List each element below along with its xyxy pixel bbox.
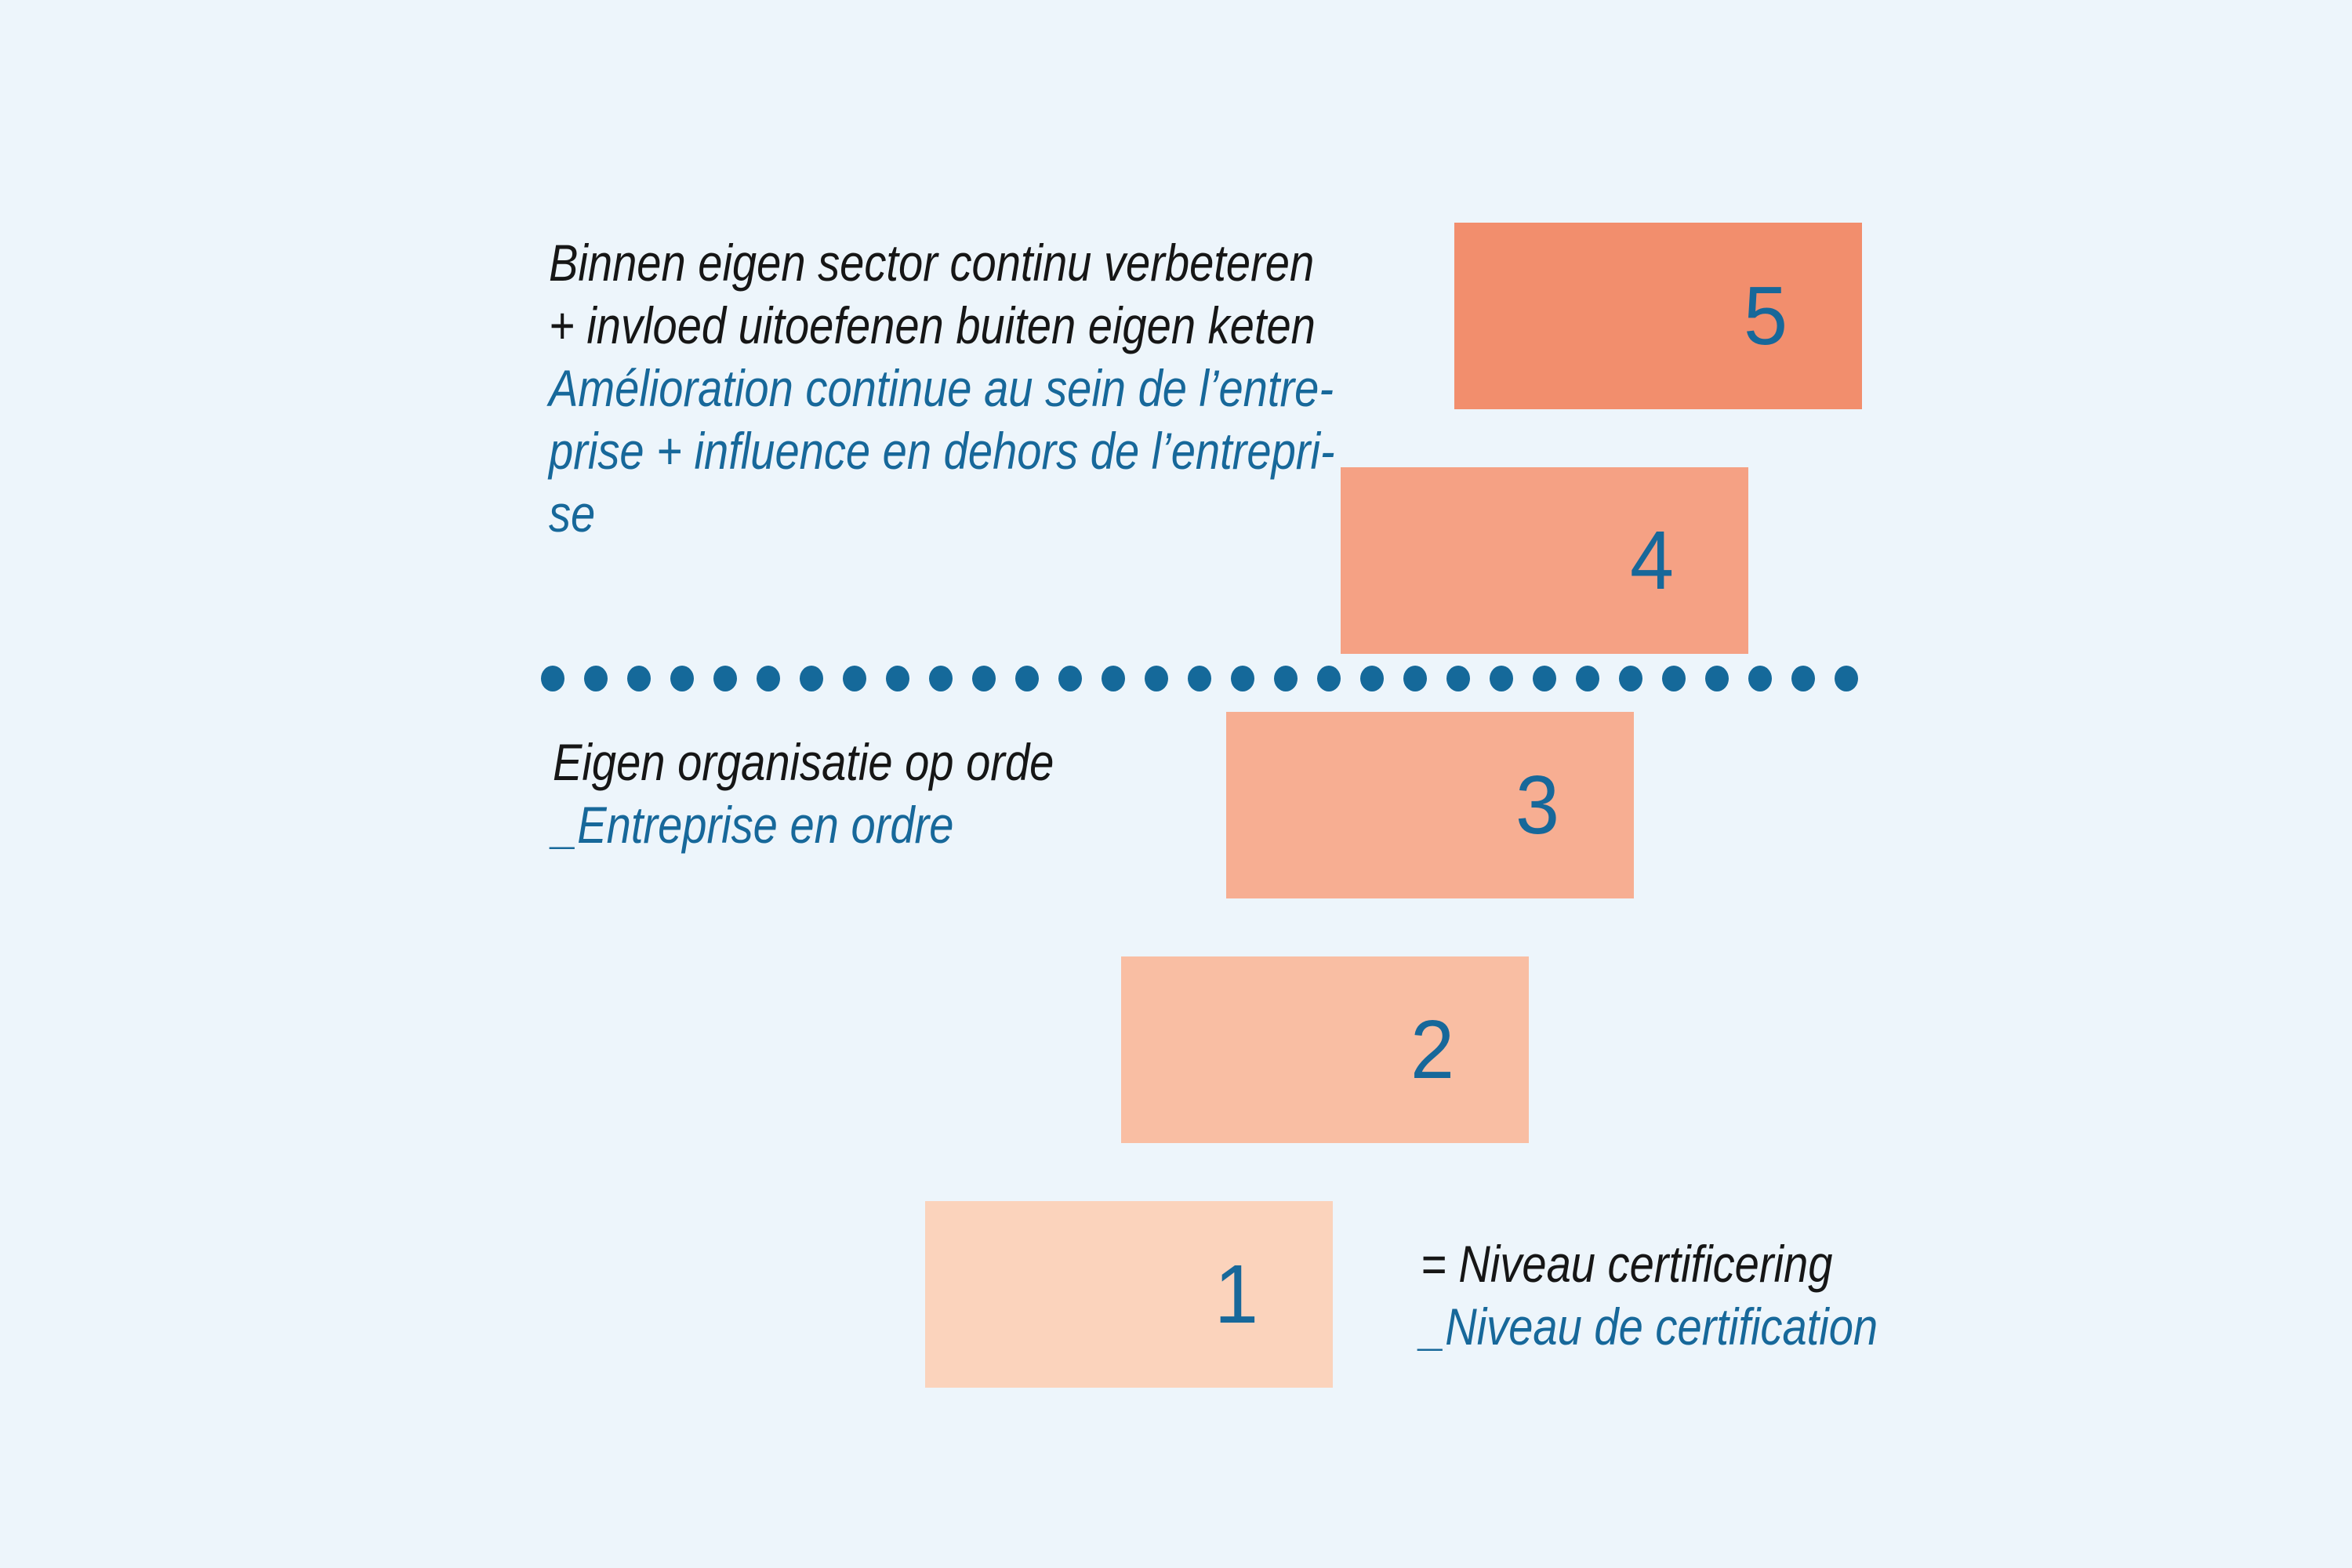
divider-dot: [1705, 666, 1729, 691]
divider-dot: [1102, 666, 1125, 691]
top-description-fr-line1: Amélioration continue au sein de l’entre…: [549, 359, 1334, 417]
level-number-1: 1: [1214, 1248, 1258, 1341]
divider-dot: [1748, 666, 1772, 691]
divider-dot: [627, 666, 651, 691]
divider-dot: [713, 666, 737, 691]
level-box-4: 4: [1341, 467, 1748, 654]
mid-description-label: Eigen organisatie op orde _Entreprise en…: [553, 731, 1054, 856]
level-number-2: 2: [1410, 1004, 1454, 1096]
divider-dot: [1403, 666, 1427, 691]
top-description-fr-line2: prise + influence en dehors de l’entrepr…: [549, 422, 1335, 480]
divider-dot: [1317, 666, 1341, 691]
legend-nl: = Niveau certificering: [1421, 1235, 1833, 1293]
divider-dot: [843, 666, 866, 691]
top-description-label: Binnen eigen sector continu verbeteren +…: [549, 231, 1335, 545]
top-description-nl-line1: Binnen eigen sector continu verbeteren: [549, 234, 1315, 292]
legend-fr: _Niveau de certification: [1421, 1298, 1878, 1356]
divider-dot: [800, 666, 823, 691]
top-description-nl-line2: + invloed uitoefenen buiten eigen keten: [549, 296, 1316, 354]
divider-dot: [1188, 666, 1211, 691]
level-box-5: 5: [1454, 223, 1862, 409]
level-box-1: 1: [925, 1201, 1333, 1388]
divider-dot: [886, 666, 909, 691]
level-number-4: 4: [1629, 514, 1674, 607]
divider-dot: [1274, 666, 1298, 691]
mid-description-nl: Eigen organisatie op orde: [553, 733, 1054, 791]
divider-dot: [1662, 666, 1686, 691]
divider-dot: [757, 666, 780, 691]
dotted-divider: [541, 666, 1858, 691]
divider-dot: [1791, 666, 1815, 691]
divider-dot: [1015, 666, 1039, 691]
divider-dot: [1533, 666, 1556, 691]
divider-dot: [1619, 666, 1642, 691]
divider-dot: [1231, 666, 1254, 691]
legend-label: = Niveau certificering _Niveau de certif…: [1421, 1232, 1878, 1358]
level-number-5: 5: [1743, 270, 1788, 362]
divider-dot: [670, 666, 694, 691]
mid-description-fr: _Entreprise en ordre: [553, 796, 954, 854]
divider-dot: [1145, 666, 1168, 691]
divider-dot: [1446, 666, 1470, 691]
divider-dot: [929, 666, 953, 691]
divider-dot: [1576, 666, 1599, 691]
divider-dot: [1835, 666, 1858, 691]
divider-dot: [1058, 666, 1082, 691]
level-number-3: 3: [1515, 759, 1559, 851]
divider-dot: [1490, 666, 1513, 691]
top-description-fr-line3: se: [549, 485, 596, 543]
divider-dot: [1360, 666, 1384, 691]
divider-dot: [541, 666, 564, 691]
level-box-3: 3: [1226, 712, 1634, 898]
level-box-2: 2: [1121, 956, 1529, 1143]
divider-dot: [972, 666, 996, 691]
divider-dot: [584, 666, 608, 691]
